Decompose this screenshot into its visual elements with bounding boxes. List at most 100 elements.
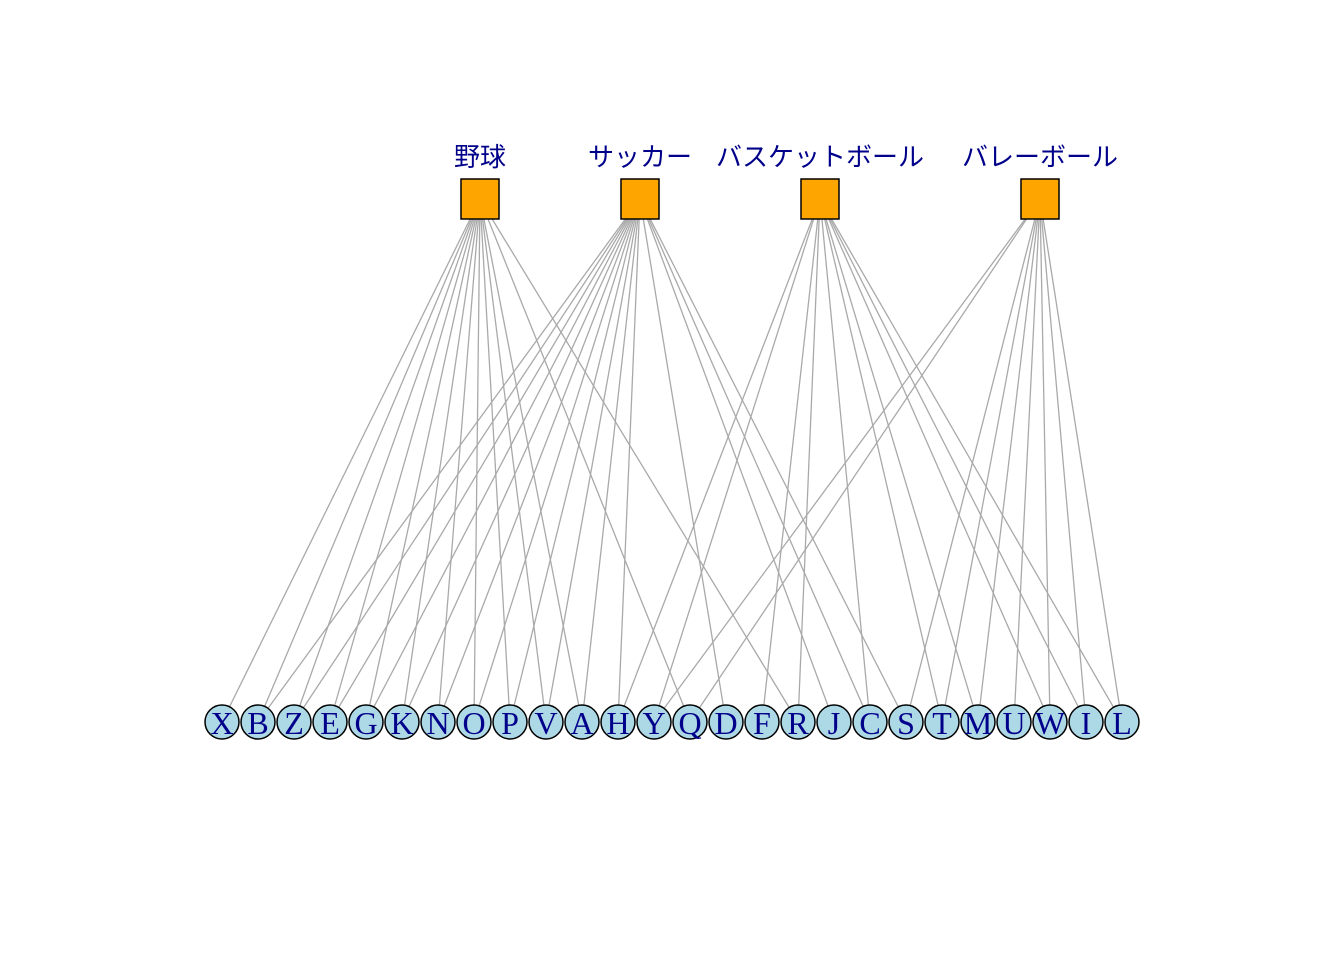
- edge: [329, 198, 481, 723]
- top-node-box[interactable]: [800, 178, 840, 220]
- edge: [617, 198, 641, 723]
- edge: [437, 198, 641, 723]
- bottom-node-D[interactable]: [708, 704, 744, 740]
- bottom-node-label: F: [753, 705, 771, 741]
- bottom-node-Y[interactable]: [636, 704, 672, 740]
- edge: [689, 198, 1041, 723]
- edge: [479, 198, 799, 723]
- bottom-node-U[interactable]: [996, 704, 1032, 740]
- bottom-node-F[interactable]: [744, 704, 780, 740]
- edge: [257, 198, 641, 723]
- bottom-node-T[interactable]: [924, 704, 960, 740]
- bottom-node-label: Q: [678, 705, 701, 741]
- bottom-node-label: P: [501, 705, 519, 741]
- edge: [819, 198, 1123, 723]
- edge: [1039, 198, 1087, 723]
- edge: [401, 198, 641, 723]
- bottom-node-label: J: [828, 705, 840, 741]
- edge: [545, 198, 641, 723]
- bottom-node-label: N: [426, 705, 449, 741]
- edge: [653, 198, 1041, 723]
- top-node-label: バスケットボール: [716, 143, 924, 173]
- edge: [473, 198, 641, 723]
- edge: [977, 198, 1041, 723]
- edge: [365, 198, 481, 723]
- bottom-node-label: C: [859, 705, 880, 741]
- edge: [617, 198, 821, 723]
- bottom-node-S[interactable]: [888, 704, 924, 740]
- bottom-node-O[interactable]: [456, 704, 492, 740]
- bottom-node-M[interactable]: [960, 704, 996, 740]
- bottom-node-N[interactable]: [420, 704, 456, 740]
- bottom-node-A[interactable]: [564, 704, 600, 740]
- top-node-label: バレーボール: [962, 143, 1118, 173]
- edge: [905, 198, 1041, 723]
- bottom-node-E[interactable]: [312, 704, 348, 740]
- edge: [761, 198, 821, 723]
- bottom-node-label: D: [714, 705, 737, 741]
- edge: [653, 198, 821, 723]
- top-node-box[interactable]: [1020, 178, 1060, 220]
- bottom-node-label: T: [932, 705, 952, 741]
- bottom-node-label: Y: [642, 705, 665, 741]
- top-node-label: 野球: [454, 143, 506, 173]
- bottom-node-I[interactable]: [1068, 704, 1104, 740]
- top-node-box[interactable]: [620, 178, 660, 220]
- edge: [479, 198, 583, 723]
- bottom-node-label: X: [210, 705, 233, 741]
- bottom-node-label: O: [462, 705, 485, 741]
- bottom-node-label: G: [354, 705, 377, 741]
- edge: [1039, 198, 1123, 723]
- bottom-node-Q[interactable]: [672, 704, 708, 740]
- edge: [639, 198, 907, 723]
- edge: [401, 198, 481, 723]
- bottom-node-K[interactable]: [384, 704, 420, 740]
- edge: [819, 198, 871, 723]
- edges-layer: [221, 198, 1123, 723]
- bottom-node-V[interactable]: [528, 704, 564, 740]
- bottom-node-label: L: [1112, 705, 1132, 741]
- bottom-node-L[interactable]: [1104, 704, 1140, 740]
- bottom-node-R[interactable]: [780, 704, 816, 740]
- bottom-node-label: W: [1035, 705, 1066, 741]
- bottom-node-label: B: [247, 705, 268, 741]
- edge: [639, 198, 727, 723]
- edge: [581, 198, 641, 723]
- bottom-node-label: I: [1081, 705, 1092, 741]
- edge: [819, 198, 1087, 723]
- top-node-label: サッカー: [588, 143, 692, 173]
- edge: [509, 198, 641, 723]
- edge: [797, 198, 821, 723]
- edge: [437, 198, 481, 723]
- bottom-node-J[interactable]: [816, 704, 852, 740]
- bottom-node-label: A: [570, 705, 593, 741]
- bottom-node-label: V: [534, 705, 557, 741]
- bottom-node-B[interactable]: [240, 704, 276, 740]
- top-nodes-layer: 野球 サッカーバスケットボール バレーボール: [454, 143, 1118, 220]
- edge: [293, 198, 641, 723]
- edge: [257, 198, 481, 723]
- bottom-node-label: Z: [284, 705, 304, 741]
- bottom-node-G[interactable]: [348, 704, 384, 740]
- bottom-node-label: R: [787, 705, 809, 741]
- edge: [365, 198, 641, 723]
- bottom-node-P[interactable]: [492, 704, 528, 740]
- bottom-node-X[interactable]: [204, 704, 240, 740]
- edge: [473, 198, 481, 723]
- top-node-box[interactable]: [460, 178, 500, 220]
- bottom-node-label: S: [897, 705, 915, 741]
- bottom-node-Z[interactable]: [276, 704, 312, 740]
- edge: [329, 198, 641, 723]
- bottom-node-W[interactable]: [1032, 704, 1068, 740]
- edge: [1013, 198, 1041, 723]
- bottom-node-label: H: [606, 705, 629, 741]
- edge: [479, 198, 547, 723]
- edge: [479, 198, 691, 723]
- bottom-node-H[interactable]: [600, 704, 636, 740]
- bottom-node-C[interactable]: [852, 704, 888, 740]
- bottom-node-label: E: [320, 705, 340, 741]
- edge: [479, 198, 511, 723]
- edge: [639, 198, 871, 723]
